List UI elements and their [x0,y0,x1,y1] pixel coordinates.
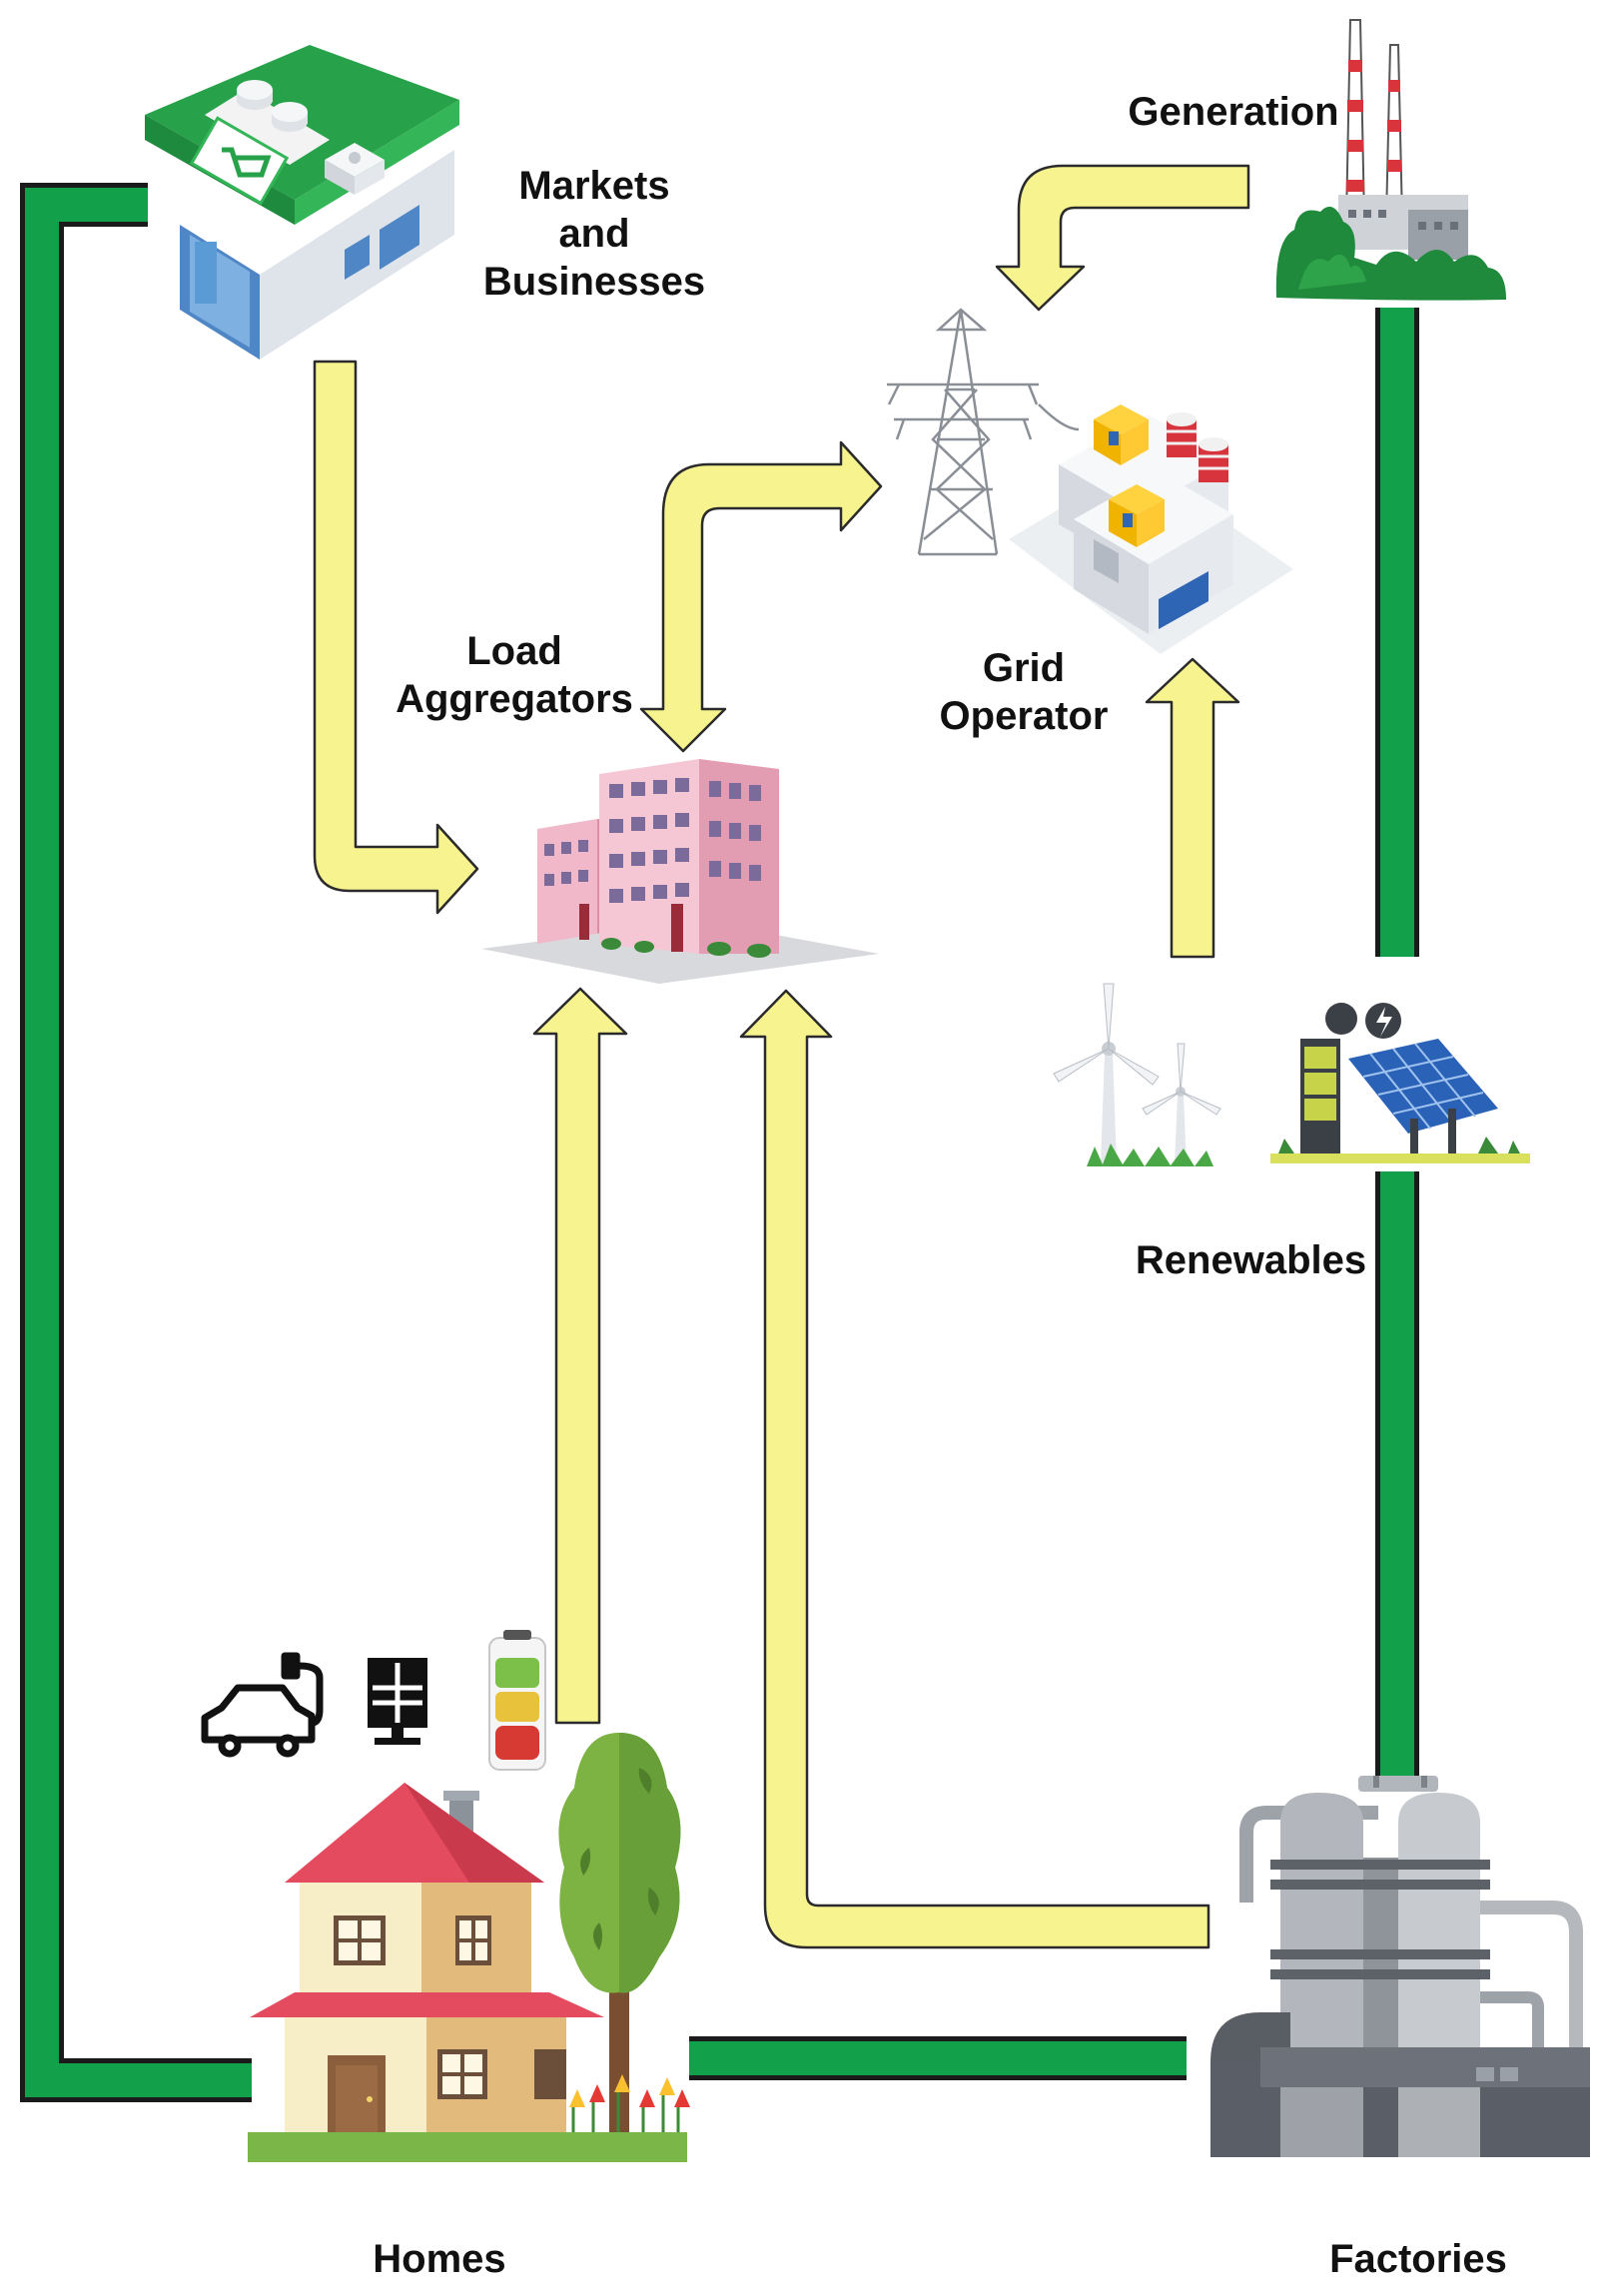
renewables-label-text: Renewables [1135,1238,1367,1282]
flow-arrow-factories-to-aggregators [739,989,1210,1949]
factories-label: Factories [1298,2235,1538,2283]
homes-label-text: Homes [373,2237,506,2281]
grid-line-homes-markets [20,183,252,2102]
generation-label: Generation [1109,88,1358,136]
flow-arrow-renewables-to-grid-operator [1145,657,1240,959]
generation-label-text: Generation [1128,90,1339,134]
tree-icon [558,1733,690,2132]
grid-operator-label-line2: Operator [939,694,1109,738]
power-plant-icon [1275,19,1506,301]
factories-label-text: Factories [1329,2237,1507,2281]
markets-label-line3: Businesses [482,260,706,304]
house-icon [248,1783,687,2162]
office-building-icon [481,759,879,984]
battery-icon [488,1630,546,1771]
solar-panel-icon [368,1658,427,1745]
factory-icon [1210,1776,1590,2157]
markets-label-line2: and [558,212,630,256]
flow-arrow-homes-to-aggregators [532,987,628,1725]
homes-label: Homes [330,2235,549,2283]
markets-label-line1: Markets [518,164,670,208]
load-aggregators-label: Load Aggregators [380,627,649,723]
flow-arrow-aggregators-to-grid-operator [639,440,883,753]
load-aggregators-label-line1: Load [466,629,562,673]
wind-turbine-icon [1053,983,1221,1166]
flow-arrow-markets-to-aggregators [313,360,479,915]
load-aggregators-label-line2: Aggregators [396,677,633,721]
renewables-label: Renewables [1114,1236,1388,1284]
solar-panel-battery-icon [1270,1003,1530,1163]
flow-arrow-generation-to-grid-operator [995,164,1250,312]
transmission-substation-icon [887,308,1293,654]
electric-car-icon [201,1652,324,1758]
grid-operator-label: Grid Operator [909,644,1139,740]
grid-operator-label-line1: Grid [982,646,1066,690]
shop-icon [145,45,459,360]
markets-and-businesses-label: Markets and Businesses [454,162,734,306]
